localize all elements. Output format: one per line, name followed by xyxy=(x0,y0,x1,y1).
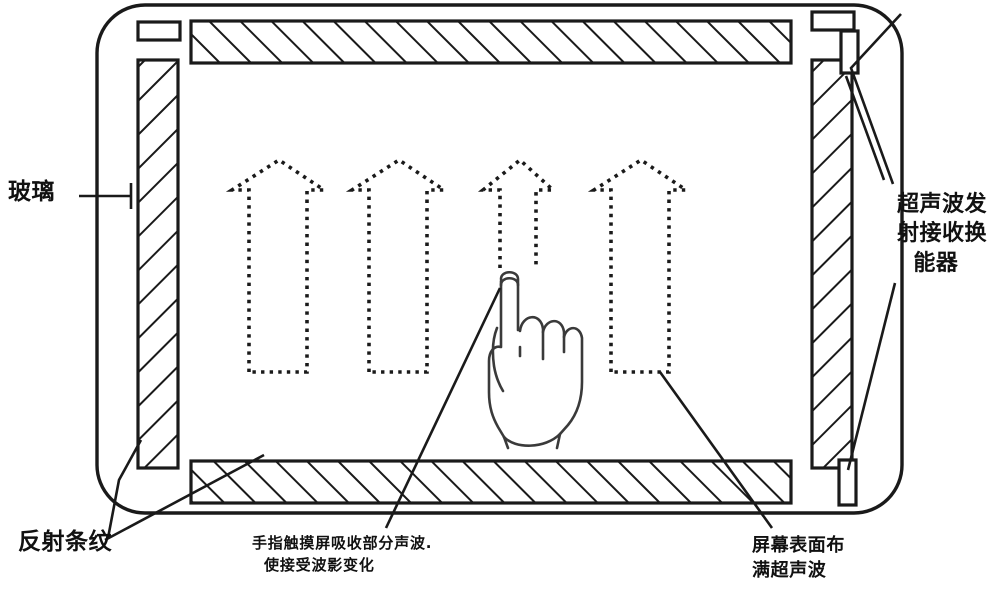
leader-transducer-lower xyxy=(846,282,897,471)
bottom-reflective-stripe-bar xyxy=(189,459,793,505)
leader-stripes-bottom xyxy=(104,453,265,542)
left-reflective-stripe-bar xyxy=(136,58,180,470)
leader-glass xyxy=(79,183,133,209)
transducer-right-upper xyxy=(839,29,860,75)
leader-lines xyxy=(79,13,902,542)
transducer-top-right xyxy=(810,10,856,32)
transducers xyxy=(136,10,860,507)
wave-arrow-3-absorbed xyxy=(477,157,558,268)
leader-stripes-left xyxy=(106,439,143,539)
hand-outline xyxy=(487,279,506,439)
leader-transducer-upper xyxy=(844,75,886,181)
ring-finger xyxy=(541,319,566,354)
wave-arrows xyxy=(225,157,692,374)
pinky-finger xyxy=(558,326,584,436)
label-reflective-stripes: 反射条纹 xyxy=(18,529,112,555)
right-reflective-stripe-bar xyxy=(810,58,854,470)
leader-finger-note xyxy=(384,287,502,529)
palm-contour xyxy=(502,432,562,447)
wrist-line-left xyxy=(502,435,510,450)
label-glass: 玻璃 xyxy=(8,179,55,205)
wrist-line-right xyxy=(555,432,562,450)
transducer-top-left xyxy=(136,20,182,42)
label-surface-wave-note: 屏幕表面布 满超声波 xyxy=(752,535,845,582)
thumb-crease xyxy=(491,326,505,393)
leader-surface-note xyxy=(658,371,774,529)
index-finger xyxy=(499,270,520,332)
leader-transducer-top xyxy=(849,13,902,185)
label-finger-absorption-note: 手指触摸屏吸收部分声波. 使接受波影变化 xyxy=(252,534,433,574)
label-ultrasonic-transducer: 超声波发 射接收换 能器 xyxy=(897,192,988,276)
transducer-right-lower xyxy=(837,458,858,507)
hand-illustration xyxy=(487,270,584,450)
stripe-bars xyxy=(136,19,854,505)
top-reflective-stripe-bar xyxy=(189,19,793,65)
